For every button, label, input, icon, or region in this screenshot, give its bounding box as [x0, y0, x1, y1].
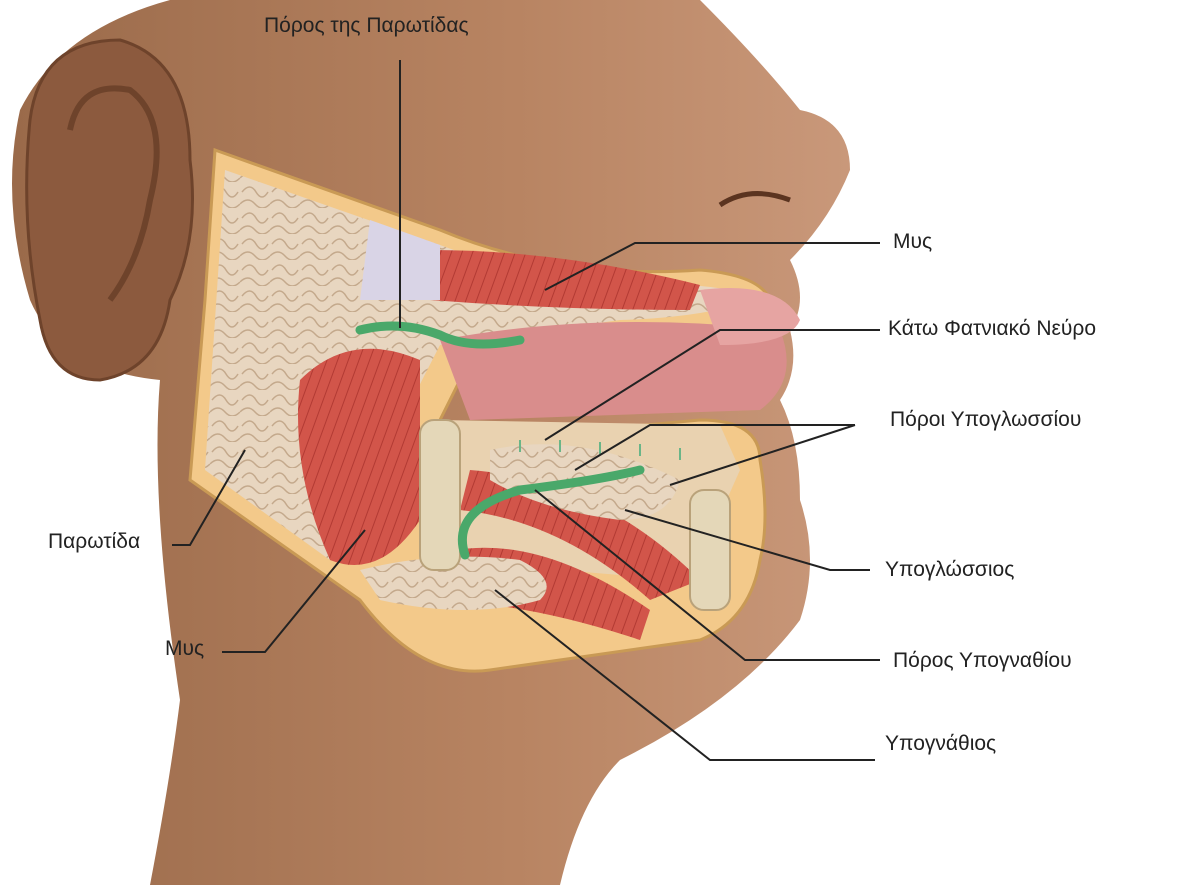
label-submandibular-duct: Πόρος Υπογναθίου [893, 649, 1072, 672]
masseter-muscle [298, 348, 420, 565]
submandibular-duct [457, 465, 645, 560]
mandible-section [689, 489, 731, 611]
label-sublingual-ducts: Πόροι Υπογλωσσίου [890, 408, 1082, 431]
tongue [440, 322, 787, 420]
label-inferior-alveolar-nerve: Κάτω Φατνιακό Νεύρο [888, 317, 1097, 340]
label-parotid: Παρωτίδα [48, 530, 141, 553]
submandibular-gland [360, 556, 547, 610]
label-sublingual: Υπογλώσσιος [885, 558, 1015, 581]
label-muscle-upper: Μυς [893, 230, 933, 253]
label-submandibular: Υπογνάθιος [885, 732, 997, 755]
parotid-duct [355, 321, 525, 349]
leader-lines [172, 60, 880, 761]
label-muscle-lower: Μυς [165, 637, 205, 660]
label-parotid-duct: Πόρος της Παρωτίδας [264, 14, 469, 37]
